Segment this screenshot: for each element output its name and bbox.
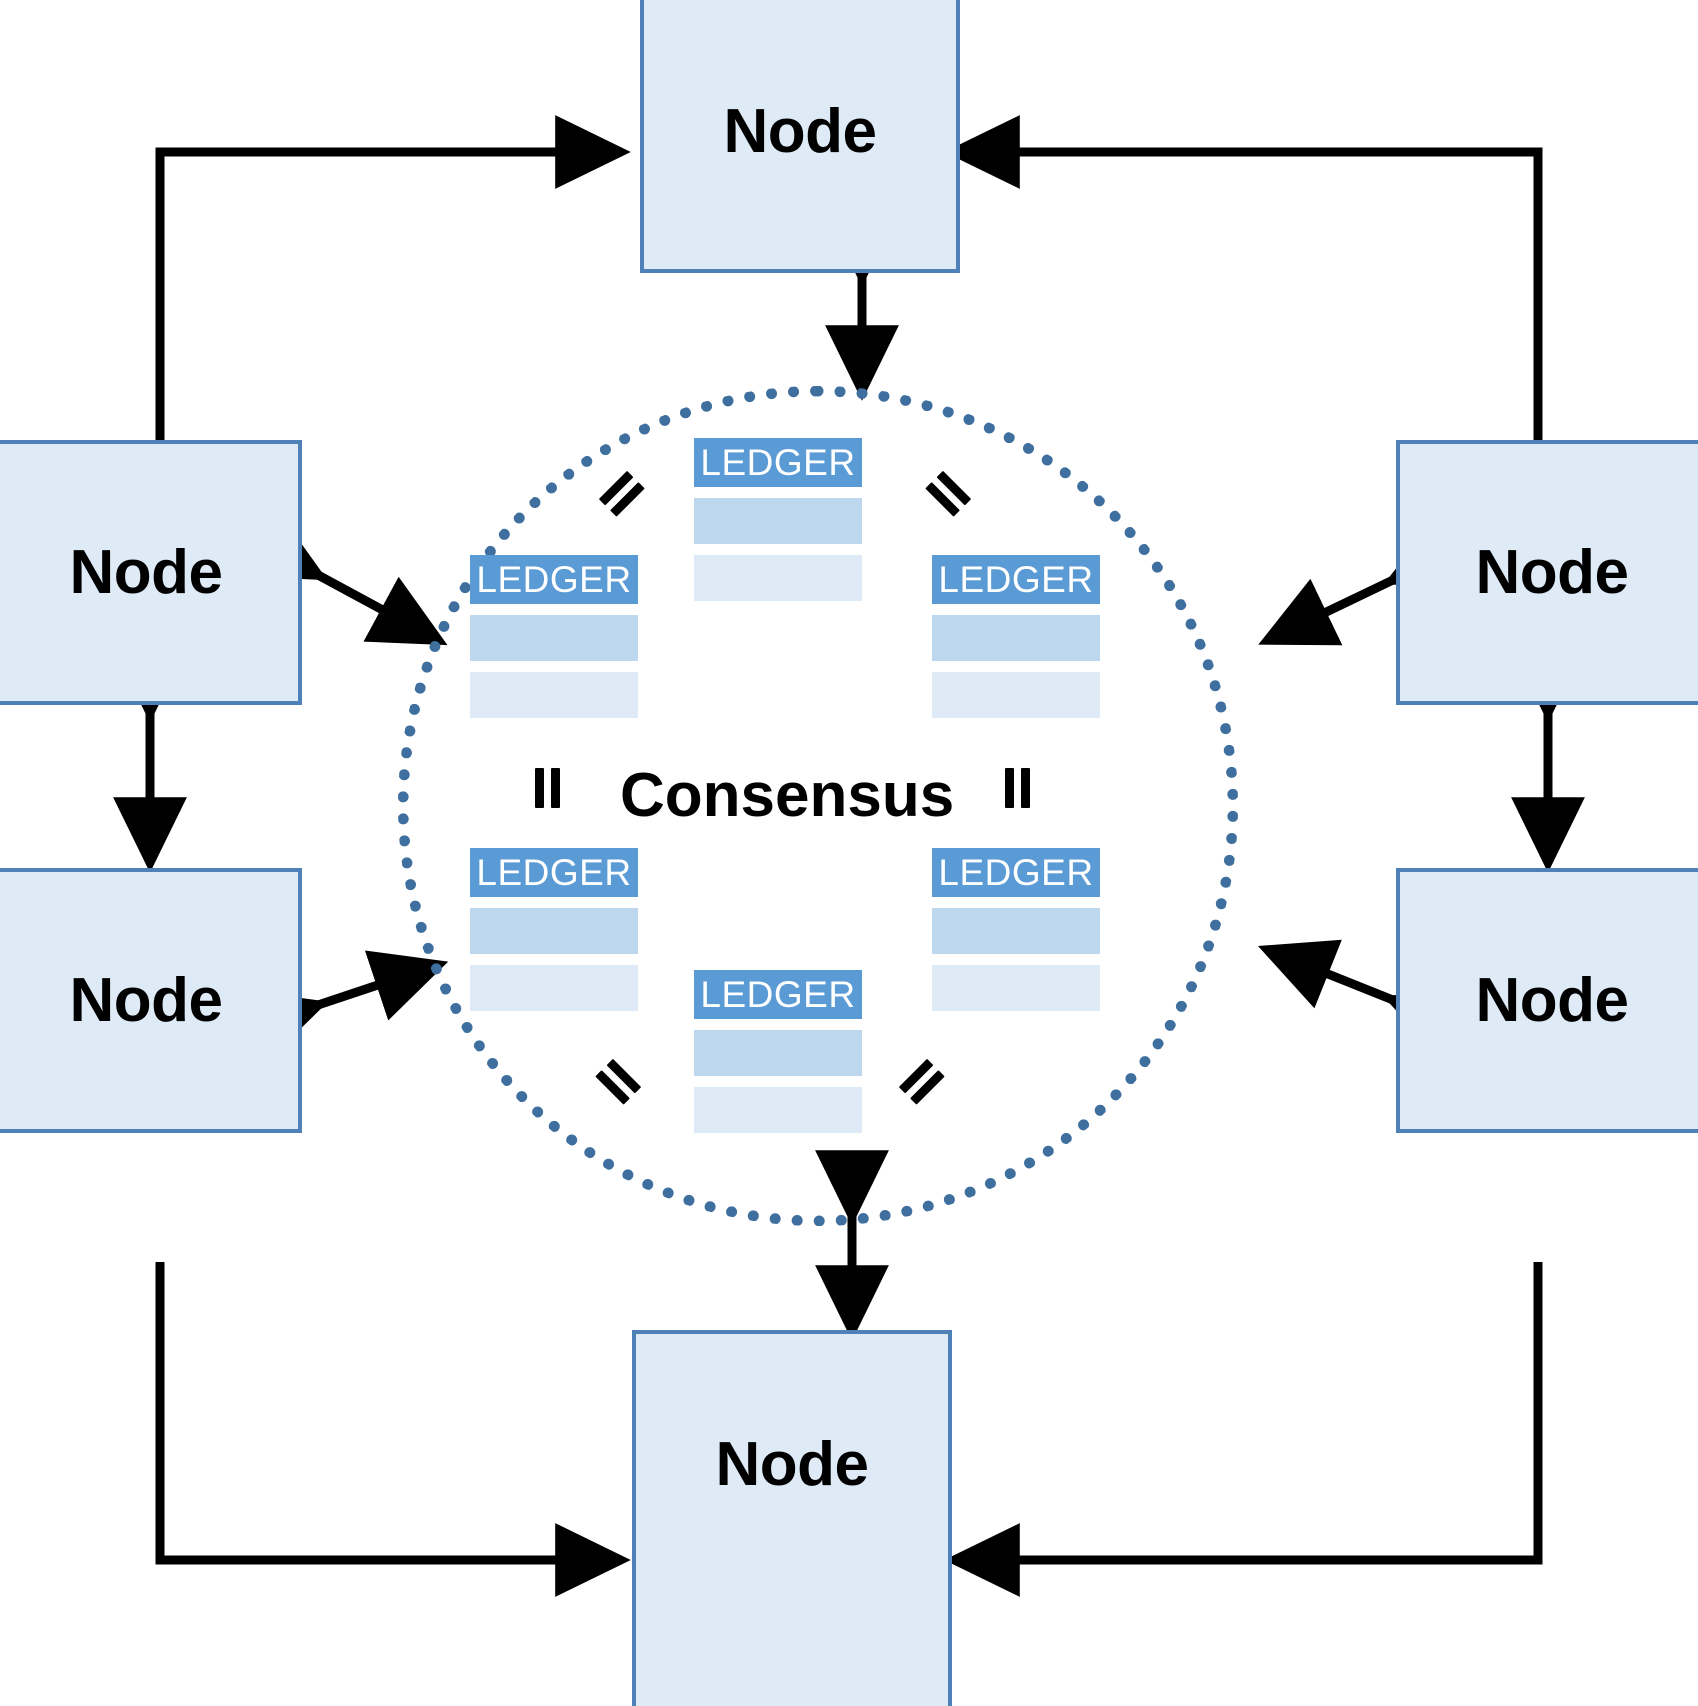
ledger-lower-right-row-2: [932, 965, 1100, 1011]
wire-left-upper-to-top: [155, 115, 631, 447]
node-right-lower[interactable]: Node: [1396, 868, 1698, 1133]
wire-right-lower-to-circle: [1257, 939, 1467, 1059]
equals-bar: [1005, 768, 1014, 808]
ledger-lower-right-row-1: [932, 908, 1100, 954]
ledger-upper-left[interactable]: LEDGER: [470, 555, 638, 718]
ledger-lower-right-header: LEDGER: [932, 848, 1100, 897]
ledger-lower-left-row-2: [470, 965, 638, 1011]
consensus-circle: [398, 386, 1238, 1226]
ledger-upper-left-row-1: [470, 615, 638, 661]
ledger-bottom-row-1: [694, 1030, 862, 1076]
node-top[interactable]: Node: [640, 0, 960, 273]
node-left-upper[interactable]: Node: [0, 440, 302, 705]
node-right-lower-label: Node: [1475, 965, 1630, 1035]
ledger-lower-left[interactable]: LEDGER: [470, 848, 638, 1011]
consensus-label: Consensus: [620, 761, 955, 830]
node-bottom[interactable]: Node: [632, 1330, 952, 1706]
equals-mid-right: [998, 766, 1042, 810]
wire-right-upper-to-top: [944, 115, 1543, 447]
node-left-lower[interactable]: Node: [0, 868, 302, 1133]
wire-left-lower-to-circle: [244, 950, 449, 1061]
equals-mid-left: [528, 766, 572, 810]
node-left-upper-label: Node: [69, 537, 224, 607]
wire-right-lower-to-bottom: [944, 1262, 1543, 1597]
wire-right-upper-to-circle: [1258, 518, 1468, 646]
ledger-lower-left-row-1: [470, 908, 638, 954]
ledger-lower-right[interactable]: LEDGER: [932, 848, 1100, 1011]
node-top-label: Node: [723, 96, 878, 166]
ledger-bottom[interactable]: LEDGER: [694, 970, 862, 1133]
wire-left-lower-to-bottom: [155, 1262, 631, 1597]
ledger-top-row-2: [694, 555, 862, 601]
node-bottom-label: Node: [715, 1430, 870, 1499]
ledger-lower-left-header: LEDGER: [470, 848, 638, 897]
equals-bar: [551, 768, 560, 808]
ledger-upper-right[interactable]: LEDGER: [932, 555, 1100, 718]
wire-left-upper-to-circle: [243, 511, 448, 646]
ledger-bottom-header: LEDGER: [694, 970, 862, 1019]
ledger-upper-left-header: LEDGER: [470, 555, 638, 604]
ledger-upper-left-row-2: [470, 672, 638, 718]
node-left-lower-label: Node: [69, 965, 224, 1035]
equals-bar: [1021, 768, 1030, 808]
node-right-upper[interactable]: Node: [1396, 440, 1698, 705]
node-right-upper-label: Node: [1475, 537, 1630, 607]
ledger-top-row-1: [694, 498, 862, 544]
equals-bar: [535, 768, 544, 808]
ledger-top[interactable]: LEDGER: [694, 438, 862, 601]
ledger-upper-right-header: LEDGER: [932, 555, 1100, 604]
ledger-upper-right-row-2: [932, 672, 1100, 718]
ledger-upper-right-row-1: [932, 615, 1100, 661]
ledger-top-header: LEDGER: [694, 438, 862, 487]
ledger-bottom-row-2: [694, 1087, 862, 1133]
